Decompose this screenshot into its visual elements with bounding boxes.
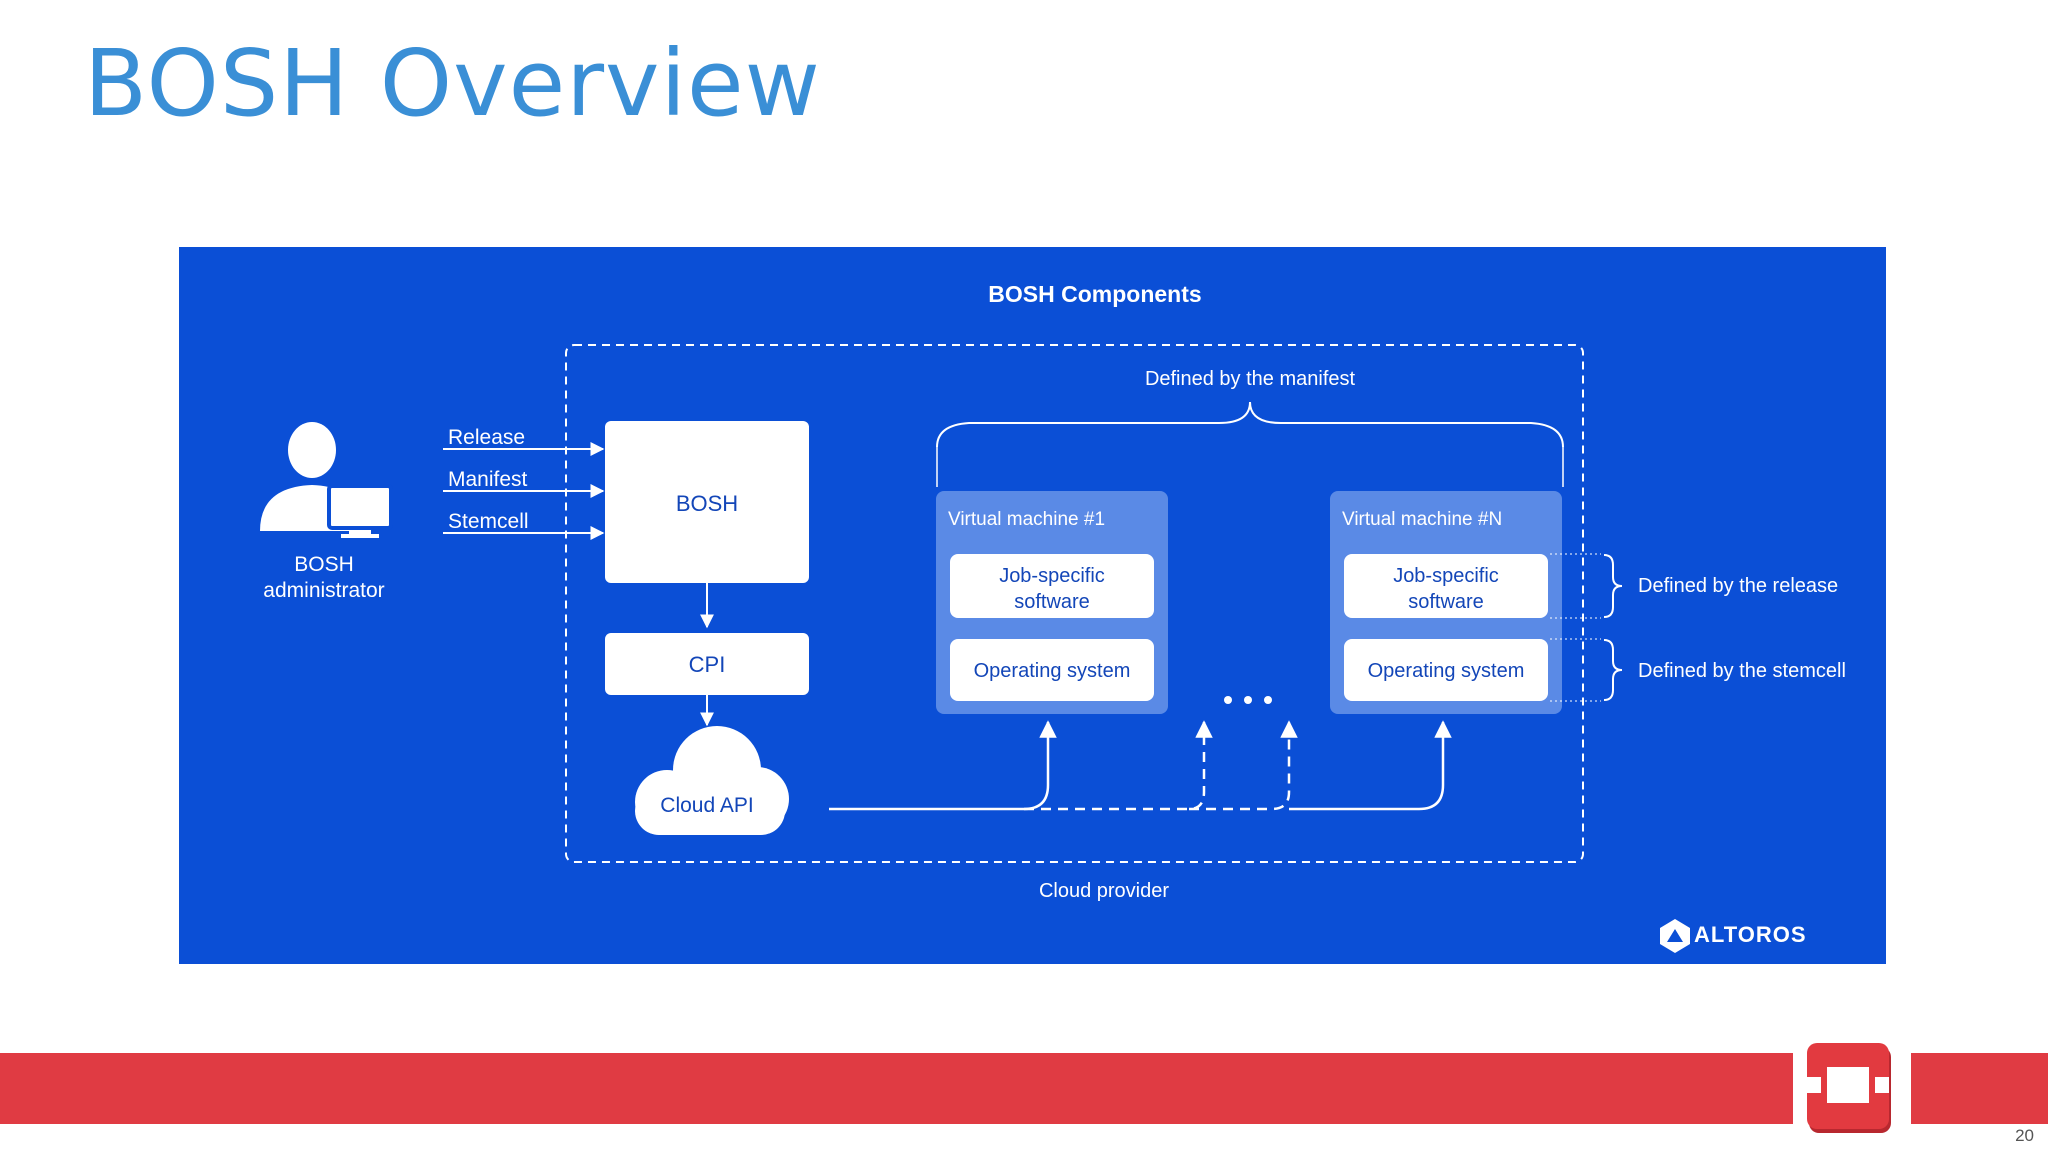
diagram-heading: BOSH Components — [988, 281, 1201, 307]
vmN-os-box — [1344, 639, 1548, 701]
administrator-label-line2: administrator — [263, 579, 384, 602]
page-number: 20 — [2015, 1126, 2034, 1145]
cloud-provider-label: Cloud provider — [1039, 880, 1169, 902]
cloud-to-vm-middle-line — [1024, 720, 1213, 811]
more-vms-ellipsis-icon — [1224, 696, 1272, 704]
cloud-to-vm1-line — [829, 720, 1057, 811]
vm1-os-label: Operating system — [974, 660, 1131, 682]
slide-title: BOSH Overview — [84, 30, 821, 137]
altoros-logo: ALTOROS — [1660, 919, 1807, 953]
manifest-brace — [936, 401, 1564, 448]
vmN-os-label: Operating system — [1368, 660, 1525, 682]
stemcell-brace — [1603, 639, 1623, 701]
vmN-job-software-box — [1344, 554, 1548, 618]
cpi-box — [605, 633, 809, 695]
manifest-label: Manifest — [448, 468, 528, 491]
footer-bar-right — [1911, 1053, 2048, 1124]
bosh-box — [605, 421, 809, 583]
vm1-os-box — [950, 639, 1154, 701]
vm1-job-software-box — [950, 554, 1154, 618]
cloud-to-vm-middle-line-2 — [1189, 720, 1298, 811]
release-note: Defined by the release — [1638, 575, 1838, 597]
vmN-job-software-line2: software — [1408, 591, 1484, 613]
stemcell-label: Stemcell — [448, 510, 529, 533]
bosh-box-label: BOSH — [676, 491, 738, 516]
openstack-logo-icon — [1807, 1043, 1891, 1133]
release-brace — [1603, 554, 1623, 618]
stemcell-note: Defined by the stemcell — [1638, 660, 1846, 682]
cloud-api-icon — [635, 726, 789, 835]
diagram-canvas: BOSH Components BOSH administrator Relea… — [260, 281, 1846, 953]
vm1-job-software-line1: Job-specific — [999, 565, 1105, 587]
bosh-components-diagram: BOSH Components BOSH administrator Relea… — [179, 247, 1886, 964]
cloud-to-vmN-line — [1289, 720, 1452, 811]
administrator-label: BOSH — [294, 553, 354, 576]
cpi-box-label: CPI — [689, 652, 726, 677]
vmN-job-software-line1: Job-specific — [1393, 565, 1499, 587]
vmN-title: Virtual machine #N — [1342, 509, 1502, 530]
altoros-wordmark: ALTOROS — [1694, 922, 1807, 947]
cloud-api-label: Cloud API — [660, 794, 753, 817]
release-label: Release — [448, 426, 525, 449]
vm1-title: Virtual machine #1 — [948, 509, 1105, 530]
manifest-brace-label: Defined by the manifest — [1145, 368, 1356, 390]
cloud-provider-boundary — [565, 344, 1584, 863]
vm1-job-software-line2: software — [1014, 591, 1090, 613]
footer-bar-left — [0, 1053, 1793, 1124]
administrator-icon — [260, 422, 393, 538]
